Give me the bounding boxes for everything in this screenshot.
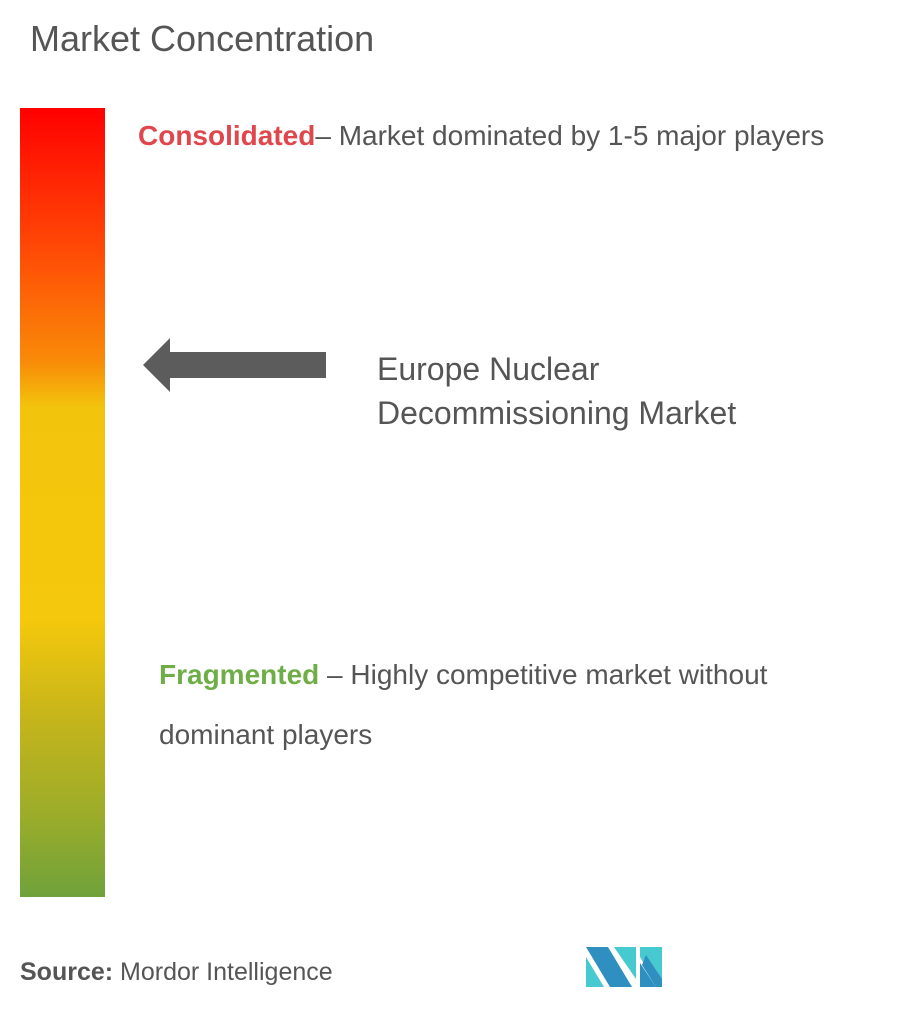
consolidated-label: Consolidated (138, 120, 316, 151)
source-value: Mordor Intelligence (113, 958, 333, 986)
fragmented-text: – Highly competitive market without domi… (159, 659, 768, 750)
consolidated-text: – Market dominated by 1-5 major players (315, 120, 825, 151)
concentration-gradient-bar (20, 108, 105, 897)
market-position-arrow-icon (143, 338, 326, 392)
consolidated-description: Consolidated– Market dominated by 1-5 ma… (138, 106, 858, 166)
source-line: Source: Mordor Intelligence (20, 958, 333, 987)
fragmented-label: Fragmented (159, 659, 320, 690)
mordor-logo-icon (586, 947, 662, 987)
source-label: Source: (20, 958, 114, 986)
market-label: Europe Nuclear Decommissioning Market (377, 351, 737, 431)
fragmented-description: Fragmented – Highly competitive market w… (159, 645, 879, 765)
page-title: Market Concentration (30, 18, 375, 59)
